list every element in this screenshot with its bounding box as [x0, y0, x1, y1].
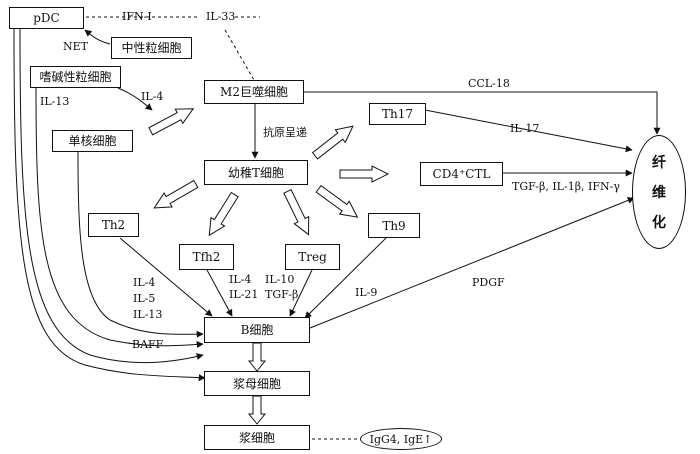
- treg-tgf-beta: TGF-β: [265, 287, 299, 301]
- neutrophil-node: 中性粒细胞: [111, 37, 192, 59]
- pdc-to-plasmablast-arrow: [13, 27, 206, 382]
- th9-node: Th9: [368, 213, 420, 238]
- naive-to-tfh2-block-arrow: [208, 191, 239, 237]
- igg4-ige-label: IgG4, IgE↑: [369, 432, 433, 446]
- tfh2-to-bcell-arrow: [206, 269, 233, 317]
- naive-t-cell-node: 幼稚T细胞: [204, 160, 308, 185]
- pdgf-arrow: [309, 197, 635, 329]
- fibrosis-label: 纤 维 化: [652, 152, 666, 232]
- ifn-i-label: IFN-I: [122, 10, 152, 23]
- tfh2-cytokines-label: IL-4 IL-21: [229, 273, 258, 302]
- pdc-node: pDC: [9, 7, 84, 29]
- fibrosis-char-1: 纤: [652, 155, 666, 171]
- basophil-il13-arrow: [35, 85, 204, 348]
- th2-to-bcell-arrow: [119, 237, 213, 317]
- monocyte-to-m2-block-arrow: [148, 108, 195, 136]
- baff-label: BAFF: [132, 338, 164, 351]
- th2-il5: IL-5: [133, 291, 156, 305]
- naive-to-th17-block-arrow: [311, 125, 354, 160]
- b-cell-node: B细胞: [204, 317, 310, 343]
- il33-dashed-line: [224, 29, 255, 81]
- pdc-to-bcell-arrow: [19, 27, 204, 364]
- naive-to-ctl-block-arrow: [339, 165, 390, 183]
- il17-label: IL-17: [510, 122, 540, 135]
- treg-cytokines-label: IL-10 TGF-β: [265, 273, 298, 302]
- monocyte-node: 单核细胞: [52, 130, 133, 152]
- basophil-il4-arrow: [117, 87, 153, 111]
- naive-to-th2-block-arrow: [153, 179, 199, 209]
- il13-basophil-label: IL-13: [40, 95, 70, 108]
- th2-il4: IL-4: [133, 276, 156, 289]
- ccl18-label: CCL-18: [468, 77, 510, 90]
- net-label: NET: [63, 40, 88, 53]
- treg-il10: IL-10: [265, 273, 295, 286]
- th2-cytokines-label: IL-4 IL-5 IL-13: [133, 276, 162, 321]
- cd4-ctl-node: CD4⁺CTL: [420, 162, 503, 186]
- fibrosis-char-2: 维: [652, 185, 666, 201]
- tfh2-il4: IL-4: [229, 273, 252, 286]
- th2-il13: IL-13: [133, 307, 163, 321]
- basophil-node: 嗜碱性粒细胞: [30, 66, 121, 88]
- il4-basophil-label: IL-4: [141, 90, 164, 103]
- th2-node: Th2: [88, 213, 139, 237]
- tfh2-node: Tfh2: [179, 244, 234, 270]
- monocyte-to-bcell-arrow: [77, 151, 204, 338]
- th9-to-bcell-arrow: [304, 237, 387, 319]
- plasmablast-node: 浆母细胞: [204, 371, 310, 396]
- plasma-cell-node: 浆细胞: [204, 425, 310, 450]
- treg-node: Treg: [285, 244, 340, 270]
- antigen-presentation-label: 抗原呈递: [263, 126, 307, 139]
- treg-to-bcell-arrow: [289, 269, 313, 317]
- pdgf-label: PDGF: [472, 276, 505, 289]
- ccl18-arrow: [304, 91, 661, 135]
- igg4-ige-ellipse: IgG4, IgE↑: [360, 428, 442, 450]
- net-arrow: [84, 29, 111, 45]
- il17-arrow: [424, 109, 633, 153]
- tfh2-il21: IL-21: [229, 287, 259, 301]
- naive-to-th9-block-arrow: [315, 184, 359, 218]
- th17-node: Th17: [369, 103, 426, 125]
- bcell-to-plasmablast-block-arrow: [247, 342, 267, 372]
- il9-label: IL-9: [355, 286, 378, 299]
- fibrosis-char-3: 化: [652, 215, 666, 231]
- plasmablast-to-plasma-block-arrow: [247, 395, 267, 425]
- m2-macrophage-node: M2巨噬细胞: [204, 80, 304, 104]
- naive-to-treg-block-arrow: [283, 189, 310, 236]
- fibrosis-ellipse: 纤 维 化: [632, 135, 686, 249]
- il33-label: IL-33: [206, 10, 236, 23]
- ctl-cytokines-label: TGF-β, IL-1β, IFN-γ: [512, 180, 620, 193]
